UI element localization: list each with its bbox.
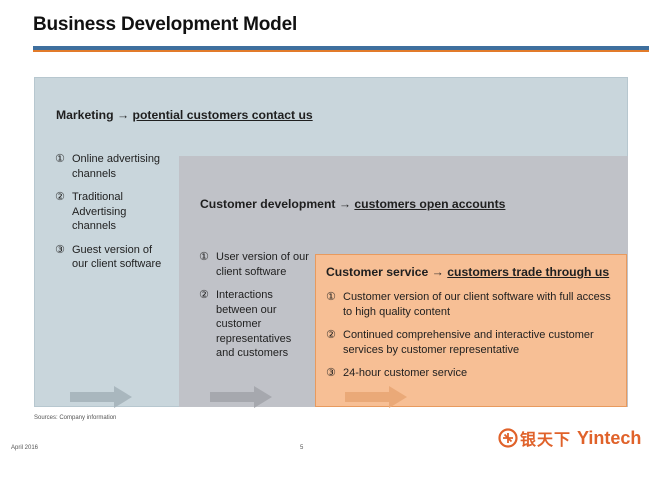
list-item: ② Traditional Advertising channels [55,190,165,234]
item-text: User version of our client software [216,251,309,278]
title-rule-orange [33,50,649,52]
service-list: ① Customer version of our client softwar… [326,290,611,381]
list-item: ③ Guest version of our client software [55,243,165,272]
service-heading-emphasis: customers trade through us [447,265,610,279]
service-heading-prefix: Customer service → [326,265,448,279]
list-item: ② Interactions between our customer repr… [199,288,309,361]
marketing-heading: Marketing → potential customers contact … [56,108,313,122]
development-heading-prefix: Customer development → [200,197,355,211]
item-text: Interactions between our customer repres… [216,289,292,359]
logo-chinese-name: 银天下 [520,432,572,449]
footer-date: April 2016 [11,445,39,451]
item-text: Traditional Advertising channels [72,191,127,232]
page-number: 5 [300,445,304,451]
item-number: ③ [326,367,336,379]
item-number: ① [55,153,65,165]
list-item: ① Customer version of our client softwar… [326,290,611,319]
list-item: ① Online advertising channels [55,152,165,181]
development-flow-arrow-icon [210,386,272,408]
service-panel: Customer service → customers trade throu… [315,254,627,407]
item-number: ② [326,329,336,341]
title-rule-blue [33,46,649,50]
marketing-heading-prefix: Marketing → [56,108,133,122]
company-logo: 银天下 Yintech [498,426,641,450]
service-heading: Customer service → customers trade throu… [326,265,609,279]
yintech-logo-icon [498,428,518,448]
item-text: Online advertising channels [72,153,161,180]
logo-english-name: Yintech [577,427,642,448]
item-text: Customer version of our client software … [343,291,611,318]
list-item: ③ 24-hour customer service [326,366,611,381]
sources-note: Sources: Company information [34,415,117,421]
item-number: ③ [55,243,65,256]
service-flow-arrow-icon [345,386,407,408]
marketing-flow-arrow-icon [70,386,132,408]
item-number: ② [55,191,65,203]
list-item: ① User version of our client software [199,250,309,279]
item-number: ② [199,289,209,301]
marketing-heading-emphasis: potential customers contact us [132,108,313,122]
marketing-list: ① Online advertising channels ② Traditio… [55,152,165,272]
development-list: ① User version of our client software ② … [199,250,309,361]
item-text: 24-hour customer service [343,367,468,379]
page-title: Business Development Model [33,14,298,35]
development-heading-emphasis: customers open accounts [354,197,506,211]
item-text: Continued comprehensive and interactive … [343,329,594,356]
list-item: ② Continued comprehensive and interactiv… [326,328,611,357]
item-text: Guest version of our client software [72,243,162,271]
item-number: ① [199,251,209,263]
item-number: ① [326,291,336,303]
development-heading: Customer development → customers open ac… [200,197,505,211]
